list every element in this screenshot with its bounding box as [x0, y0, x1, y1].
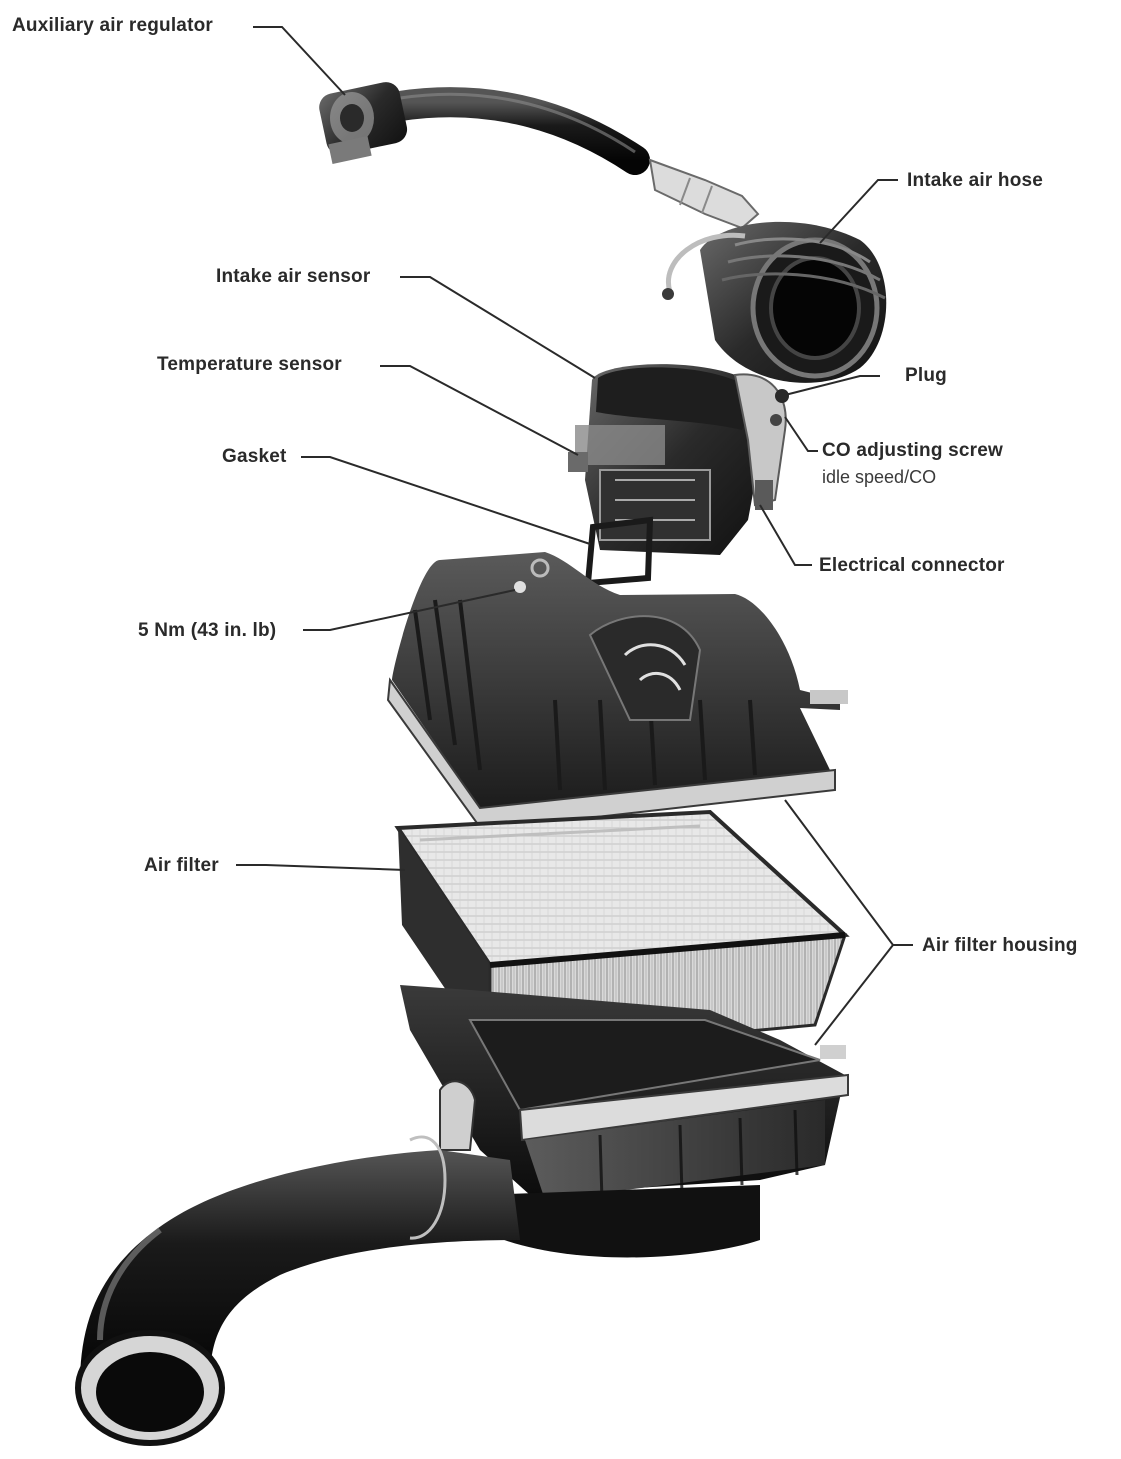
label-intake-air-sensor: Intake air sensor [216, 266, 371, 287]
label-air-filter: Air filter [144, 855, 219, 876]
air-filter-housing-lid-part [386, 552, 848, 832]
gasket-part [584, 516, 654, 587]
label-auxiliary-air-regulator: Auxiliary air regulator [12, 15, 214, 36]
intake-duct-part [75, 1135, 520, 1446]
label-air-filter-housing: Air filter housing [922, 935, 1078, 956]
label-electrical-connector: Electrical connector [819, 555, 1005, 576]
intake-air-hose-part [662, 221, 887, 383]
label-temperature-sensor: Temperature sensor [157, 354, 342, 375]
label-co-adjusting-screw: CO adjusting screw [822, 440, 1003, 461]
label-plug: Plug [905, 365, 947, 386]
label-co-adjusting-screw-note: idle speed/CO [822, 467, 937, 487]
label-intake-air-hose: Intake air hose [907, 170, 1044, 191]
leader-lines [236, 26, 913, 1046]
air-filter-housing-base-part [400, 985, 849, 1258]
label-gasket: Gasket [222, 446, 287, 467]
intake-air-sensor-part [568, 364, 789, 555]
label-torque-spec: 5 Nm (43 in. lb) [138, 620, 277, 641]
auxiliary-air-regulator-part [319, 82, 760, 230]
